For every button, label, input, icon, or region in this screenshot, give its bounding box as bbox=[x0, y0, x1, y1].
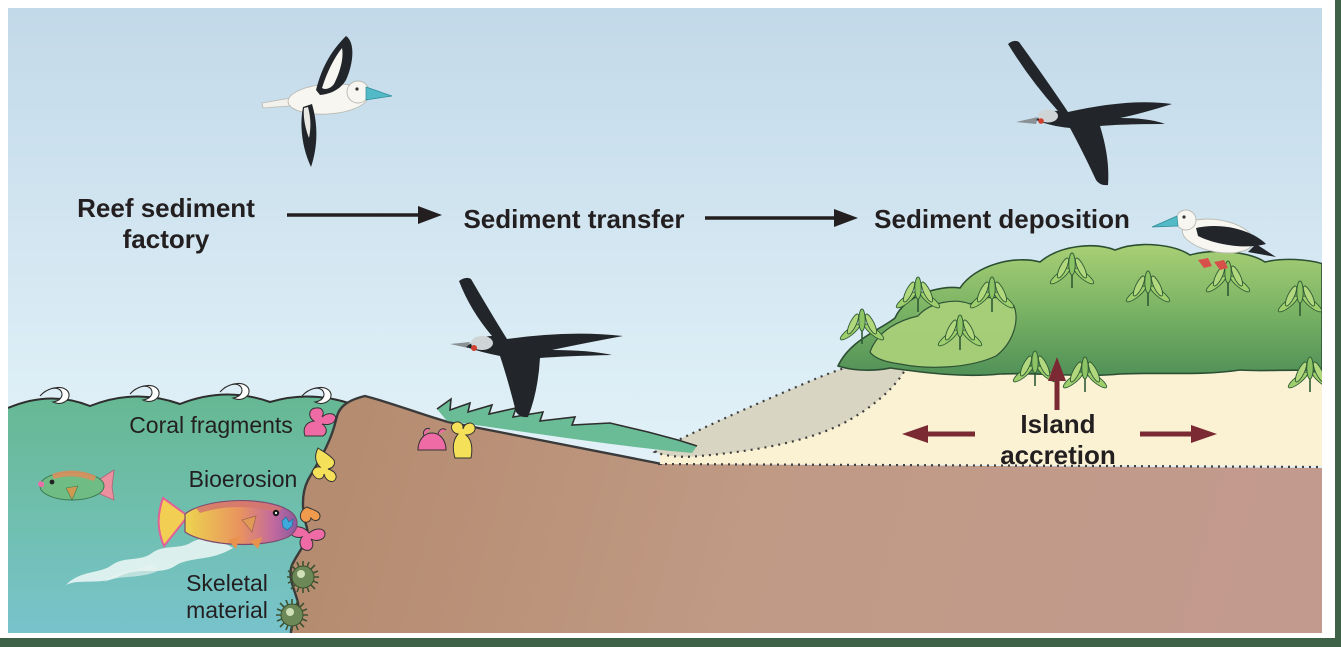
accretion-arrow-up bbox=[1048, 357, 1066, 410]
booby-bird-flying-icon bbox=[261, 36, 393, 167]
island-label-accretion: Island accretion bbox=[1000, 409, 1116, 470]
sea-label-skeletal-material: Skeletal material bbox=[186, 570, 268, 624]
old-sediment-lobe bbox=[652, 353, 909, 458]
accretion-arrow-right bbox=[1140, 425, 1217, 443]
small-parrotfish-icon bbox=[38, 469, 115, 501]
stage-label-sediment-transfer: Sediment transfer bbox=[463, 204, 685, 234]
booby-bird-perched-icon bbox=[1151, 209, 1276, 270]
large-parrotfish-bioerosion-icon bbox=[66, 496, 298, 585]
sea-label-bioerosion: Bioerosion bbox=[188, 466, 298, 492]
stage-label-sediment-deposition: Sediment deposition bbox=[874, 204, 1130, 234]
flow-arrow-factory-to-transfer bbox=[287, 206, 442, 224]
flow-arrow-transfer-to-deposition bbox=[705, 209, 858, 227]
frigatebird-icon bbox=[450, 277, 623, 418]
accretion-arrow-left bbox=[902, 425, 975, 443]
sediment-plume bbox=[66, 538, 233, 585]
figure-frame-right bbox=[1335, 0, 1341, 647]
stage-label-reef-sediment-factory: Reef sediment factory bbox=[77, 193, 255, 254]
sea-label-coral-fragments: Coral fragments bbox=[129, 412, 293, 438]
reef-flat-coral-icon bbox=[417, 421, 476, 459]
island-vegetation-icon bbox=[836, 243, 1322, 393]
figure-frame-bottom bbox=[0, 638, 1341, 647]
sand-sediment-boundary-dotted-line bbox=[657, 462, 1322, 469]
lagoon-water bbox=[436, 397, 698, 453]
coral-fragments-icon bbox=[286, 407, 337, 551]
frigatebird-icon bbox=[1008, 40, 1172, 186]
